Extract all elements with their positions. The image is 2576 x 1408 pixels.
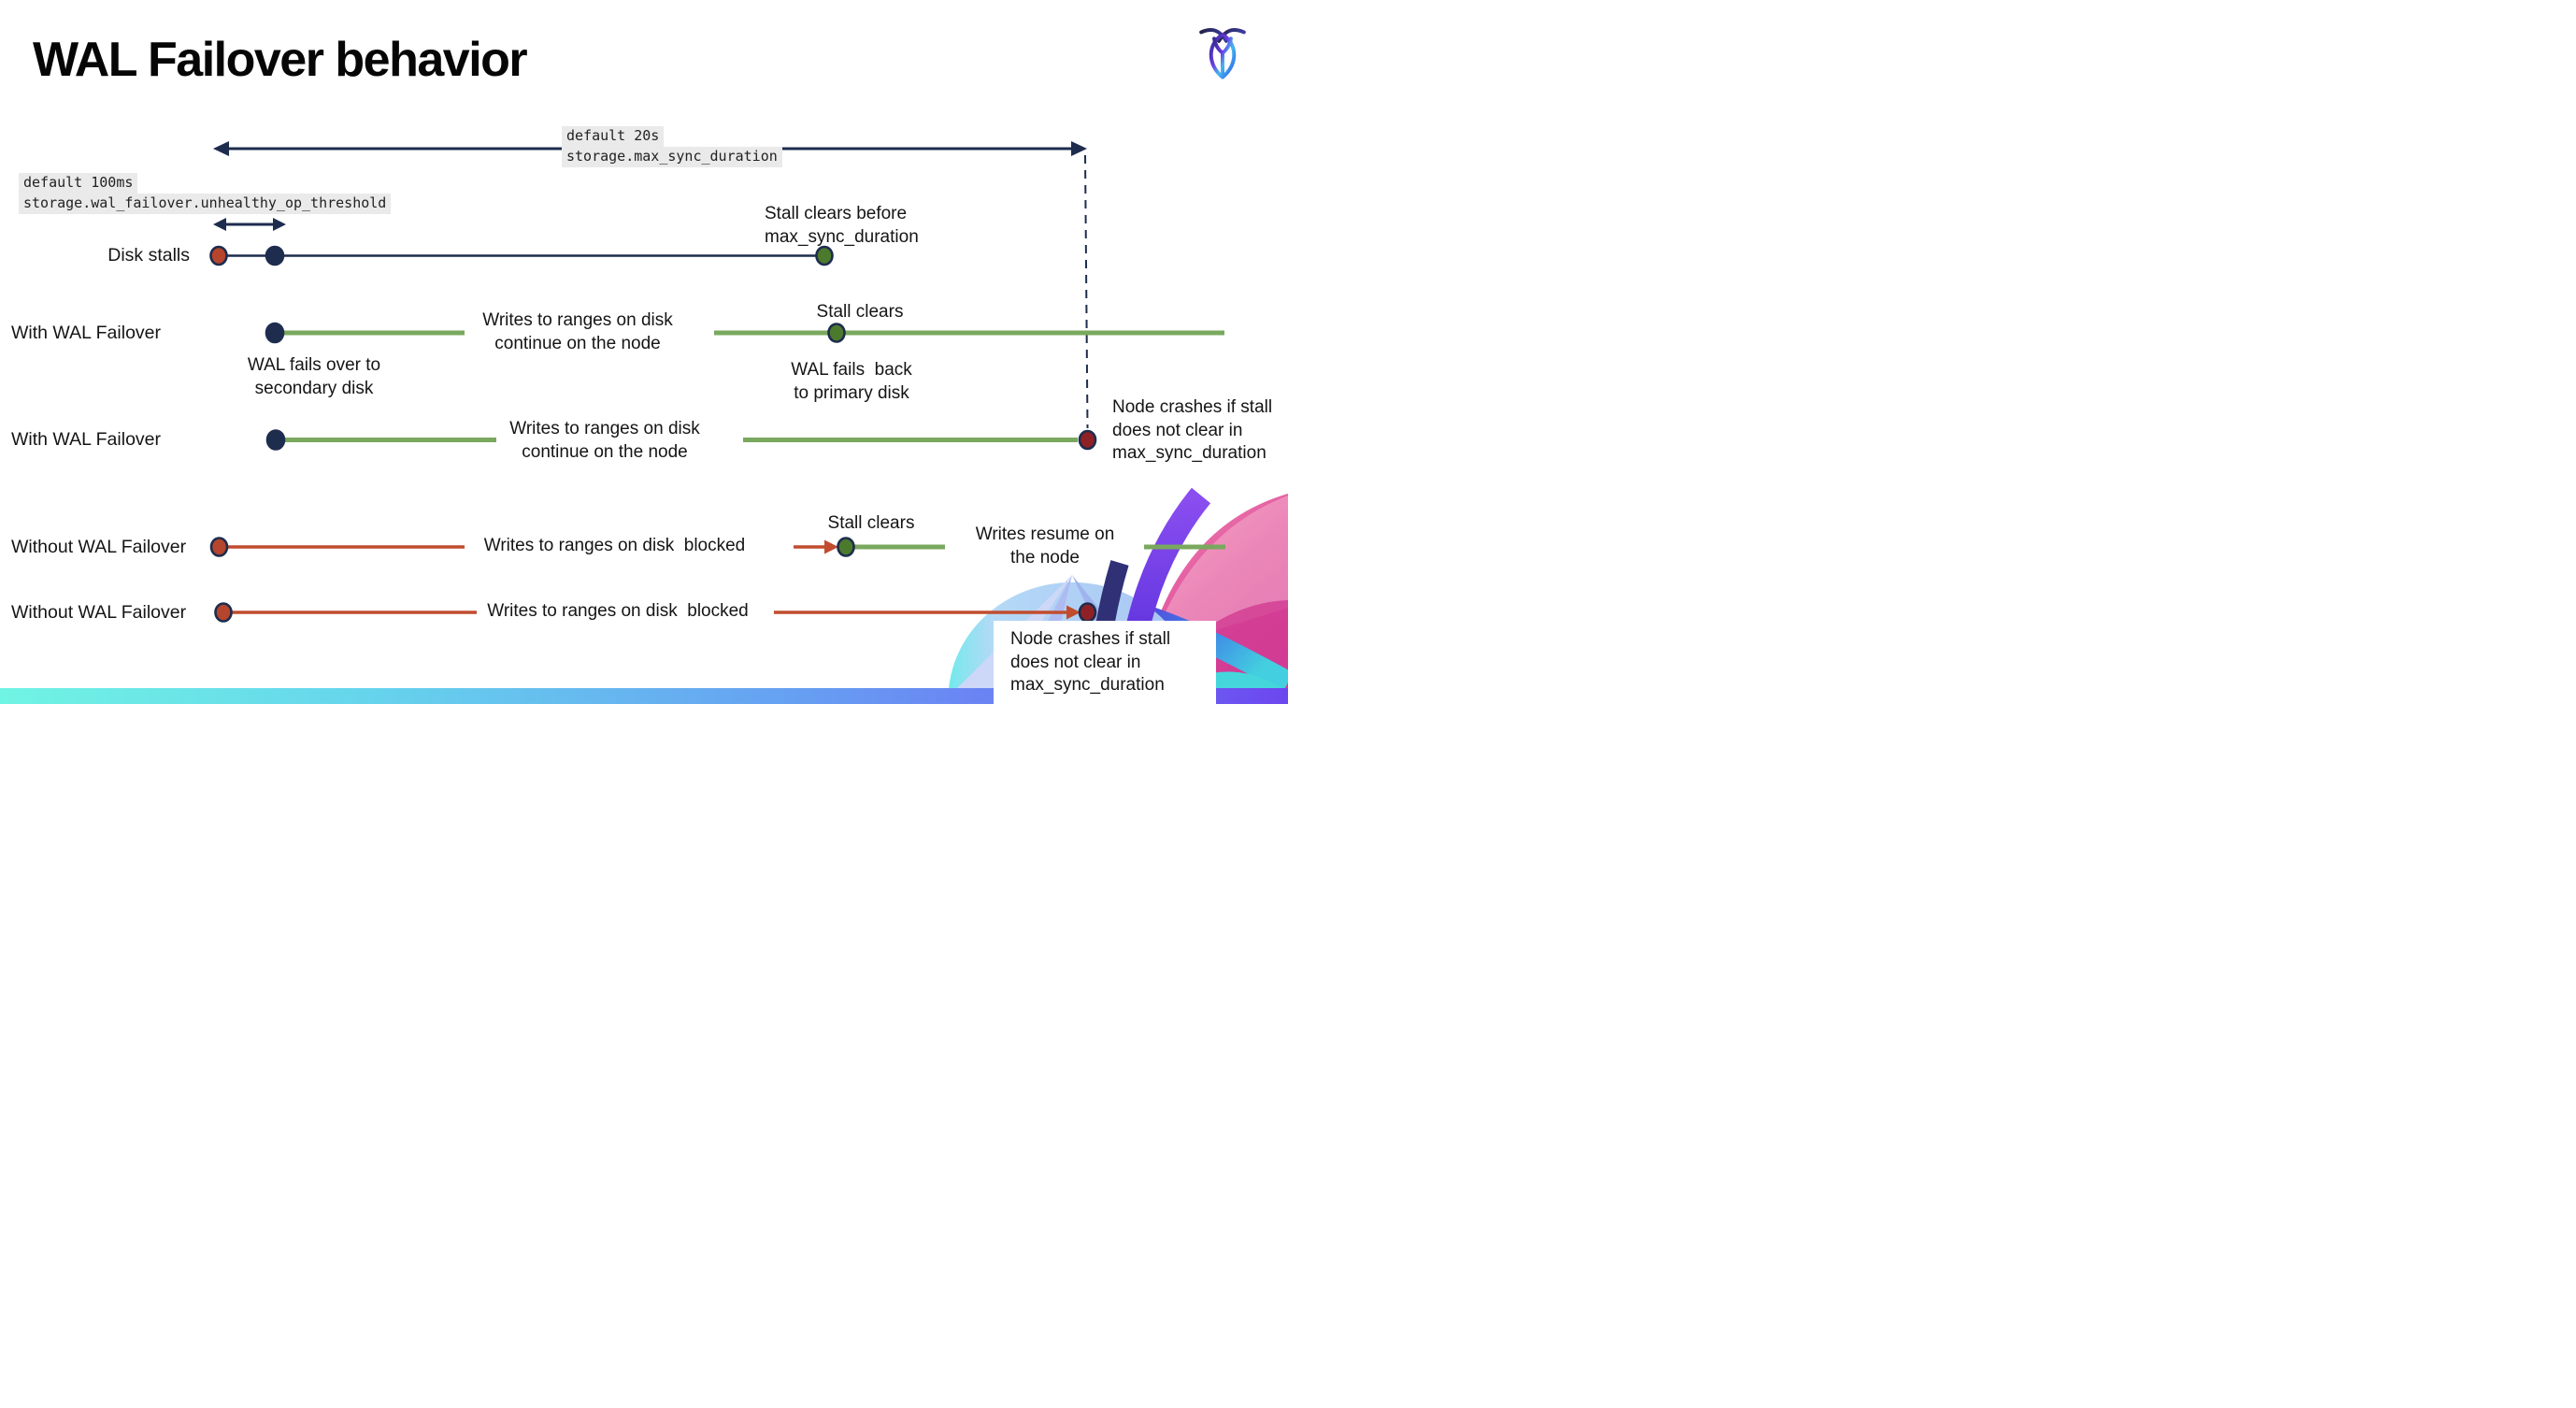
row-label-without-wal-failover-2: Without WAL Failover [11, 602, 187, 623]
threshold-dot [265, 245, 285, 266]
cockroach-logo-icon [1199, 28, 1246, 79]
row-label-with-wal-failover-1: With WAL Failover [11, 323, 161, 343]
setting-name: storage.wal_failover.unhealthy_op_thresh… [19, 194, 392, 214]
callout-wal-fails-back: WAL fails back to primary disk [791, 360, 912, 403]
failover-dot [265, 322, 285, 344]
unhealthy-op-threshold-span-arrow [213, 218, 286, 231]
callout-writes-resume: Writes resume on the node [975, 524, 1115, 568]
callout-writes-continue-1: Writes to ranges on disk continue on the… [482, 310, 673, 353]
timeline-row-without-wal-failover-2 [214, 602, 1097, 623]
callout-writes-blocked-1: Writes to ranges on disk blocked [483, 536, 746, 555]
timeline-row-without-wal-failover-1 [209, 537, 1225, 557]
footer-gradient-bar [0, 688, 1288, 704]
stall-start-dot [209, 537, 229, 557]
row-label-with-wal-failover-2: With WAL Failover [11, 429, 161, 450]
callout-writes-continue-2: Writes to ranges on disk continue on the… [509, 419, 700, 462]
callout-stall-clears-2: Stall clears [827, 513, 915, 533]
stall-start-dot [214, 602, 233, 623]
max-sync-duration-setting-label: default 20s storage.max_sync_duration [562, 126, 782, 167]
callout-writes-blocked-2: Writes to ranges on disk blocked [487, 601, 749, 621]
callout-node-crashes-2: Node crashes if stall does not clear in … [1010, 629, 1171, 696]
setting-default-value: default 100ms [19, 173, 138, 194]
timeline-row-with-wal-failover-1 [265, 322, 1224, 344]
timeline-diagram-layer [209, 141, 1225, 623]
setting-name: storage.max_sync_duration [562, 147, 782, 167]
max-sync-deadline-dashed-line [1084, 154, 1089, 429]
callout-stall-clears-before: Stall clears before max_sync_duration [765, 204, 919, 247]
stall-clears-dot [837, 537, 855, 557]
callout-stall-clears-1: Stall clears [816, 302, 904, 322]
timeline-row-disk-stalls [209, 245, 834, 266]
slide-canvas: WAL Failover behavior [0, 0, 1288, 704]
setting-default-value: default 20s [562, 126, 665, 147]
node-crash-dot [1078, 602, 1097, 623]
row-label-disk-stalls: Disk stalls [107, 245, 190, 266]
page-title: WAL Failover behavior [33, 33, 528, 87]
timeline-row-with-wal-failover-2 [265, 429, 1097, 451]
failover-dot [265, 429, 286, 451]
stall-clears-dot [827, 323, 846, 343]
stall-clears-dot [815, 245, 834, 266]
callout-wal-fails-over: WAL fails over to secondary disk [247, 355, 381, 398]
node-crash-dot [1078, 429, 1097, 451]
crash-note-card: Node crashes if stall does not clear in … [994, 621, 1216, 704]
callout-node-crashes-1: Node crashes if stall does not clear in … [1112, 397, 1273, 464]
stall-start-dot [209, 245, 228, 266]
unhealthy-op-threshold-setting-label: default 100ms storage.wal_failover.unhea… [19, 173, 392, 214]
row-label-without-wal-failover-1: Without WAL Failover [11, 537, 187, 557]
